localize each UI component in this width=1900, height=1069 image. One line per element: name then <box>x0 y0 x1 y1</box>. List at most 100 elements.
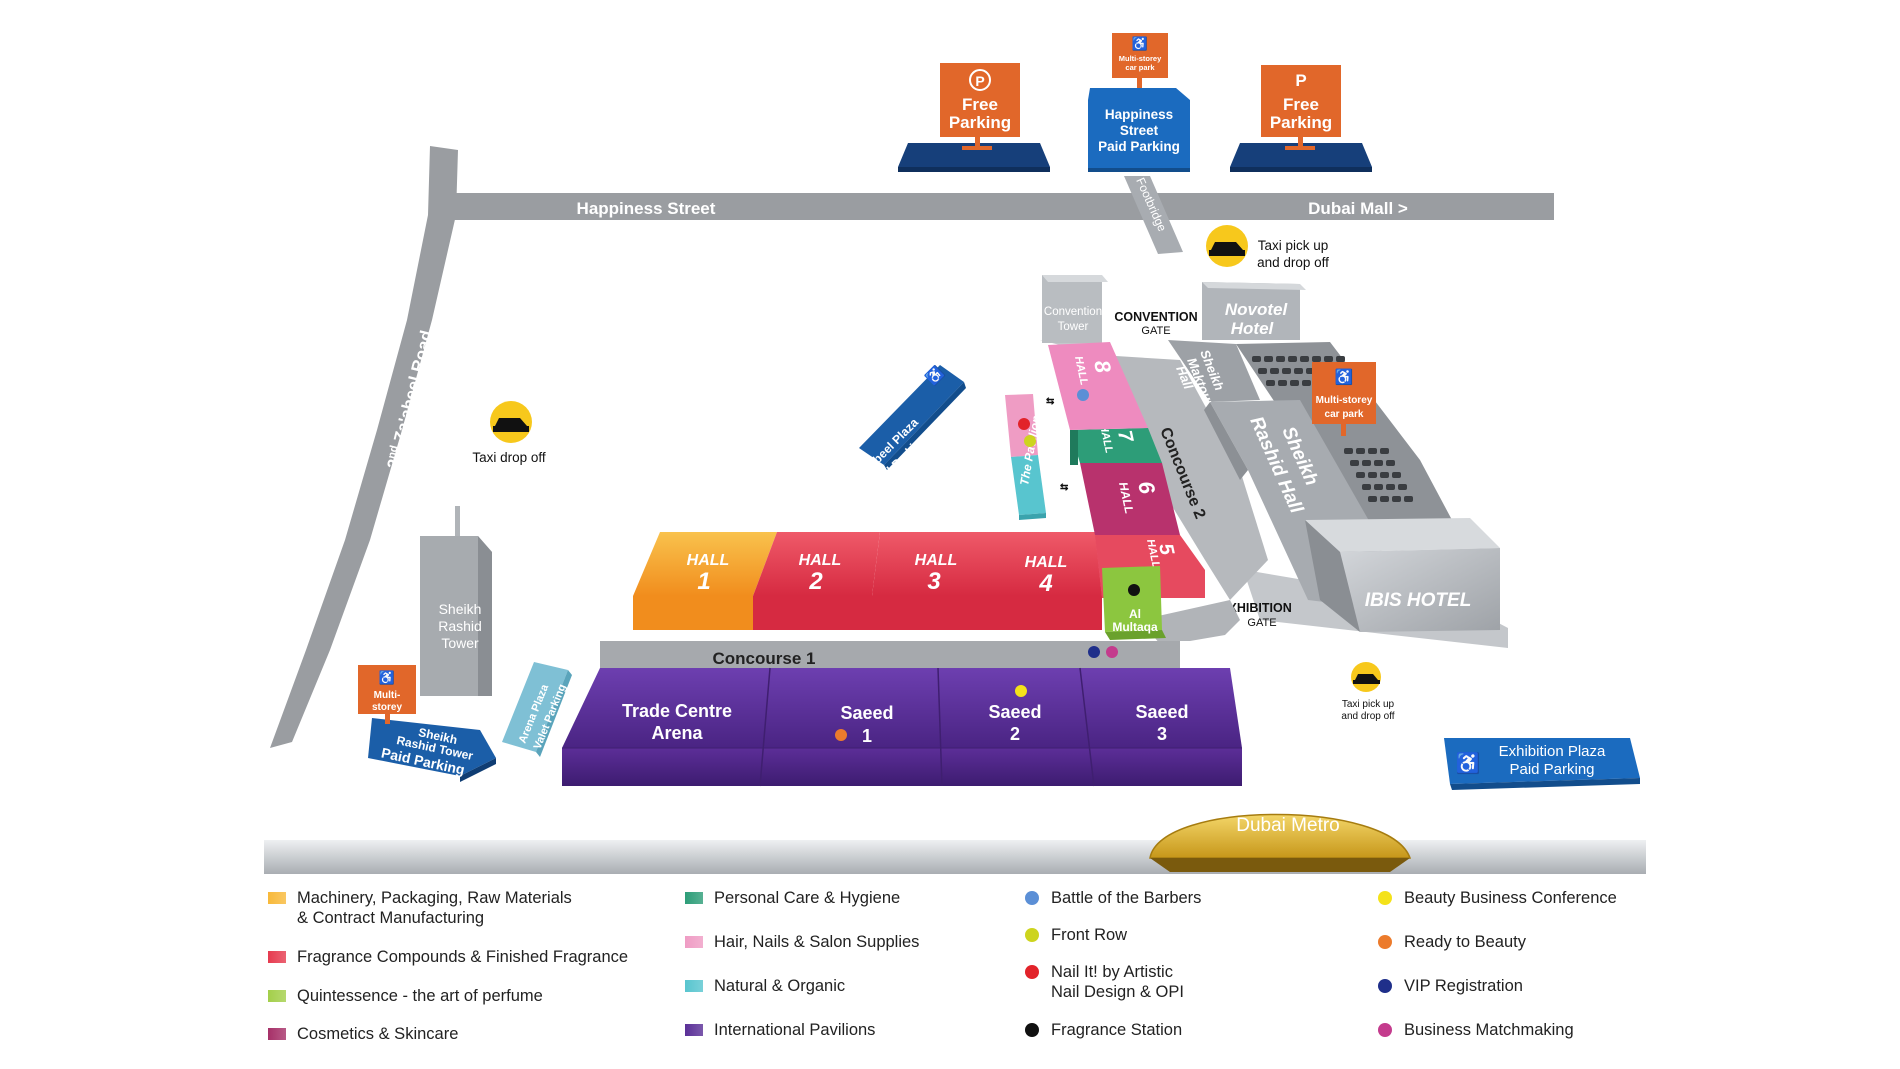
hall-1[interactable]: HALL 1 <box>633 532 777 630</box>
parked-car <box>1386 460 1395 466</box>
free-parking-right[interactable]: P Free Parking <box>1230 65 1372 172</box>
hall-label: Saeed <box>988 702 1041 722</box>
footbridge <box>1124 176 1183 254</box>
taxi-label: and drop off <box>1341 711 1394 722</box>
sign-label: Multi-storey <box>1119 54 1162 63</box>
dubai-mall-label: Dubai Mall > <box>1308 199 1408 218</box>
parking-label: Paid Parking <box>1509 761 1594 778</box>
parked-car <box>1374 460 1383 466</box>
hall-label: Saeed <box>1135 702 1188 722</box>
parked-car <box>1392 472 1401 478</box>
wheelchair-icon: ♿ <box>379 670 395 685</box>
exhibition-gate-label: GATE <box>1247 617 1276 629</box>
hall-6[interactable]: HALL 6 <box>1080 463 1180 535</box>
novotel-multistorey-sign[interactable]: ♿ Multi-storey car park <box>1312 362 1376 436</box>
sign-label: Multi-storey <box>1316 395 1373 406</box>
sign-label: Multi- <box>374 690 401 701</box>
trade-centre-arena[interactable]: Trade Centre Arena <box>622 701 732 743</box>
hall-2[interactable]: HALL 2 <box>753 532 880 630</box>
taxi-label: and drop off <box>1257 255 1329 270</box>
ready-to-beauty-marker[interactable] <box>835 729 847 741</box>
arena-plaza-valet-parking[interactable]: Arena Plaza Valet Parking <box>502 662 572 757</box>
hall-3[interactable]: HALL 3 <box>872 532 995 630</box>
sheikh-rashid-tower-paid-parking[interactable]: Sheikh Rashid Tower Paid Parking ♿ Multi… <box>358 665 496 782</box>
hall-label: HALL <box>687 552 730 569</box>
parking-icon: P <box>1295 71 1306 90</box>
halls-1-4: HALL 1 HALL 2 HALL 3 HALL 4 <box>633 532 1102 630</box>
taxi-dropoff-left[interactable]: Taxi drop off <box>472 401 546 465</box>
parked-car <box>1368 472 1377 478</box>
building-label: Novotel <box>1225 300 1289 319</box>
happiness-street-paid-parking[interactable]: Happiness Street Paid Parking ♿ Multi-st… <box>1088 33 1190 172</box>
hall-4[interactable]: HALL 4 <box>995 532 1102 630</box>
hall-label: HALL <box>915 552 958 569</box>
parked-car <box>1380 448 1389 454</box>
parked-car <box>1282 368 1291 374</box>
free-parking-left[interactable]: P Free Parking <box>898 63 1050 172</box>
building-label: Hotel <box>1231 319 1275 338</box>
parked-car <box>1356 472 1365 478</box>
parked-car <box>1312 356 1321 362</box>
nail-it-marker[interactable] <box>1018 418 1030 430</box>
hall-label: Multaqa <box>1112 620 1158 634</box>
hall-number: 2 <box>1010 724 1020 744</box>
hall-label: HALL <box>799 552 842 569</box>
wheelchair-icon: ♿ <box>1456 751 1481 775</box>
building-label: Tower <box>1058 321 1089 333</box>
parked-car <box>1294 368 1303 374</box>
purple-front <box>562 748 1242 786</box>
hall-label: HALL <box>1025 554 1068 571</box>
exhibition-plaza-paid-parking[interactable]: ♿ Exhibition Plaza Paid Parking <box>1444 738 1640 790</box>
convention-tower[interactable]: Convention Tower <box>1042 275 1108 343</box>
building-label: Sheikh <box>439 601 482 617</box>
parked-car <box>1300 356 1309 362</box>
parked-car <box>1302 380 1311 386</box>
building-label: Tower <box>441 635 479 651</box>
the-pavilion[interactable]: The Pavilion ⇆ ⇆ <box>1005 394 1069 520</box>
saeed-2[interactable]: Saeed 2 <box>988 702 1041 744</box>
taxi-icon <box>493 418 529 432</box>
taxi-pickup-bottom[interactable]: Taxi pick up and drop off <box>1341 662 1395 722</box>
parking-label: Free <box>962 95 998 114</box>
al-multaqa[interactable]: Al Multaqa <box>1102 566 1166 640</box>
hall-label: Saeed <box>840 703 893 723</box>
vip-registration-marker[interactable] <box>1088 646 1100 658</box>
parked-car <box>1324 356 1333 362</box>
parked-car <box>1380 472 1389 478</box>
saeed-1[interactable]: Saeed 1 <box>840 703 893 746</box>
wheelchair-icon: ♿ <box>1335 368 1354 386</box>
sign-label: car park <box>1325 409 1364 420</box>
sheikh-rashid-tower[interactable]: Sheikh Rashid Tower <box>420 506 492 696</box>
parked-car <box>1270 368 1279 374</box>
hall-number: 3 <box>927 568 941 595</box>
parking-icon: P <box>975 73 984 89</box>
front-row-marker[interactable] <box>1024 435 1036 447</box>
battle-of-barbers-marker[interactable] <box>1077 389 1089 401</box>
hall-7[interactable]: HALL 7 <box>1070 423 1162 465</box>
dubai-metro-station[interactable]: Dubai Metro <box>1149 813 1412 873</box>
taxi-pickup-top[interactable]: Taxi pick up and drop off <box>1206 225 1329 270</box>
hall-8[interactable]: HALL 8 <box>1048 342 1148 430</box>
ibis-hotel[interactable]: IBIS HOTEL <box>1305 518 1500 632</box>
parked-car <box>1368 496 1377 502</box>
taxi-label: Taxi pick up <box>1258 238 1329 253</box>
happiness-street-label: Happiness Street <box>577 199 716 218</box>
fragrance-station-marker[interactable] <box>1128 584 1140 596</box>
beauty-business-conference-marker[interactable] <box>1015 685 1027 697</box>
novotel-hotel[interactable]: Novotel Hotel <box>1202 282 1306 340</box>
hall-label: Trade Centre <box>622 701 732 721</box>
concourse-1-label: Concourse 1 <box>713 649 816 668</box>
parked-car <box>1290 380 1299 386</box>
hall-label: HALL <box>1116 481 1136 515</box>
zaabeel-plaza-paid-parking[interactable]: Za'abeel Plaza Paid Parking ♿ <box>853 363 966 492</box>
arrows-icon: ⇆ <box>1060 482 1069 493</box>
parked-car <box>1404 496 1413 502</box>
metro-rail <box>264 840 1646 874</box>
saeed-3[interactable]: Saeed 3 <box>1135 702 1188 744</box>
business-matchmaking-marker[interactable] <box>1106 646 1118 658</box>
parked-car <box>1374 484 1383 490</box>
event-markers <box>835 389 1140 741</box>
parked-car <box>1252 356 1261 362</box>
parking-label: Street <box>1120 123 1159 138</box>
